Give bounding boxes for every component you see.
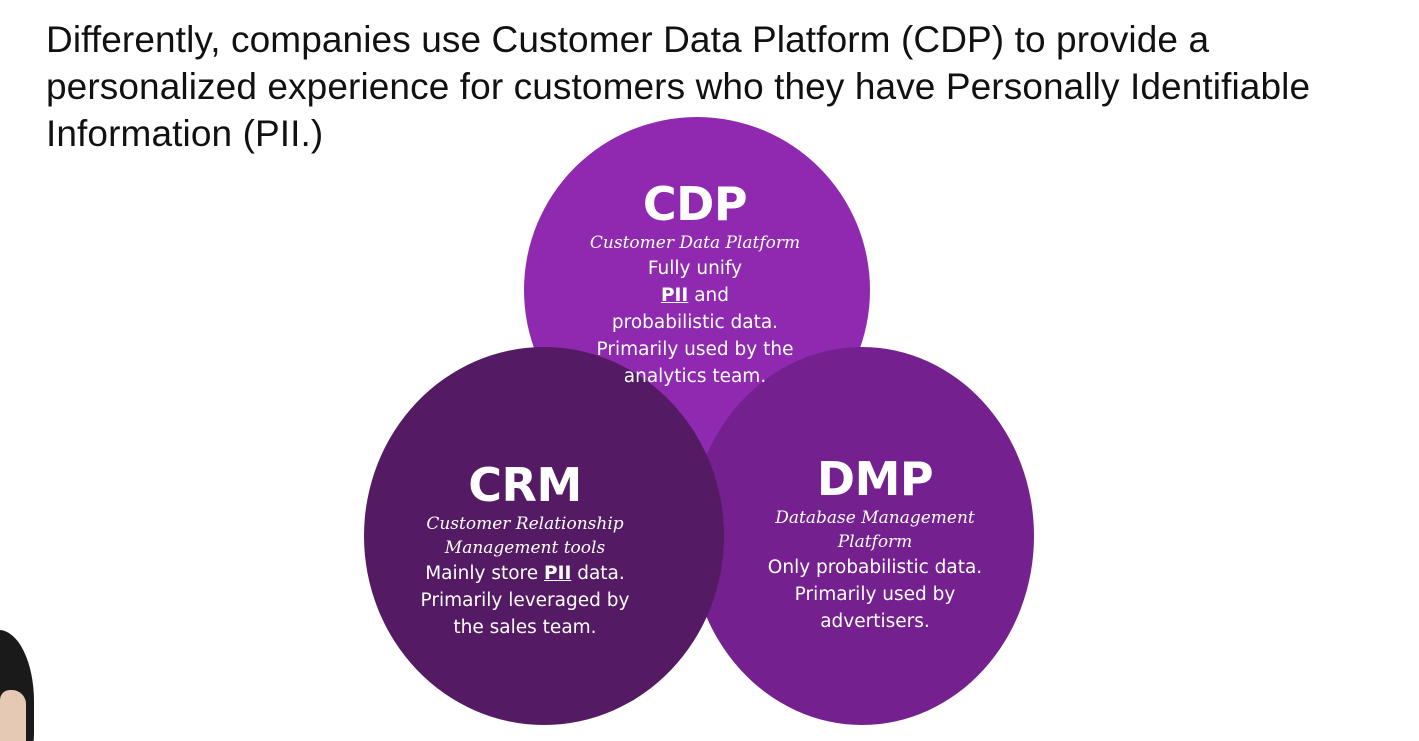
- cdp-label: CDP Customer Data Platform Fully unify P…: [540, 177, 850, 390]
- crm-full-name-line-2: Management tools: [444, 538, 606, 558]
- crm-desc-line-2: Primarily leveraged by: [420, 590, 630, 611]
- dmp-full-name-line-1: Database Management: [775, 508, 975, 528]
- dmp-circle: [690, 347, 1034, 725]
- cdp-abbr: CDP: [642, 177, 748, 231]
- crm-desc-text: data.: [571, 563, 625, 584]
- cdp-desc-line-4: analytics team.: [623, 366, 767, 387]
- slide-heading: Differently, companies use Customer Data…: [46, 16, 1386, 157]
- dmp-desc-line-3: advertisers.: [820, 611, 930, 632]
- cdp-description: Fully unify PII and probabilistic data. …: [540, 255, 850, 390]
- crm-full-name-line-1: Customer Relationship: [426, 514, 624, 534]
- heading-line-3: Information (PII.): [46, 113, 324, 154]
- cdp-desc-line-2: probabilistic data.: [611, 312, 779, 333]
- dmp-desc-line-2: Primarily used by: [794, 584, 956, 605]
- dmp-abbr: DMP: [816, 452, 934, 506]
- cdp-desc-text: and: [688, 285, 729, 306]
- crm-circle: [364, 347, 724, 725]
- crm-label: CRM Customer Relationship Management too…: [372, 458, 678, 641]
- cdp-desc-line-3: Primarily used by the: [596, 339, 794, 360]
- crm-desc-line-3: the sales team.: [453, 617, 597, 638]
- cdp-full-name: Customer Data Platform: [589, 233, 801, 253]
- dmp-full-name-line-2: Platform: [837, 532, 913, 552]
- crm-description: Mainly store PII data. Primarily leverag…: [372, 560, 678, 641]
- crm-desc-text: Mainly store: [425, 563, 545, 584]
- dmp-label: DMP Database Management Platform Only pr…: [722, 452, 1028, 635]
- dmp-desc-line-1: Only probabilistic data.: [767, 557, 983, 578]
- heading-line-2: personalized experience for customers wh…: [46, 66, 1311, 107]
- crm-abbr: CRM: [468, 458, 582, 512]
- presenter-face: [0, 690, 26, 741]
- cdp-desc-line-1: Fully unify PII and: [540, 255, 850, 309]
- crm-desc-line-1: Mainly store PII data.: [372, 560, 678, 587]
- cdp-desc-text: Fully unify: [647, 258, 743, 279]
- heading-line-1: Differently, companies use Customer Data…: [46, 19, 1210, 60]
- dmp-description: Only probabilistic data. Primarily used …: [722, 554, 1028, 635]
- crm-pii-term: PII: [544, 563, 572, 584]
- cdp-pii-term: PII: [660, 285, 689, 306]
